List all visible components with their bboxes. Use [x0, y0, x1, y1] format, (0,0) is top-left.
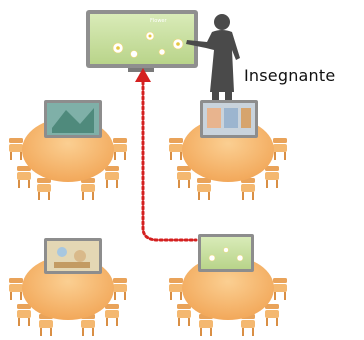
tablet-screen [200, 100, 258, 138]
board-title: Flower [150, 18, 167, 24]
interactive-whiteboard: Flower [86, 10, 198, 72]
tablet-screen [198, 234, 254, 272]
table-group-top-left [9, 100, 127, 200]
tablet-screen [44, 100, 102, 138]
teacher-silhouette [186, 14, 240, 102]
table-group-top-right [169, 100, 287, 200]
tablet-screen [44, 238, 102, 274]
table-group-bottom-right [169, 234, 287, 336]
teacher-label: Insegnante [244, 66, 336, 85]
share-arrow [135, 68, 198, 242]
table-group-bottom-left [9, 238, 127, 336]
